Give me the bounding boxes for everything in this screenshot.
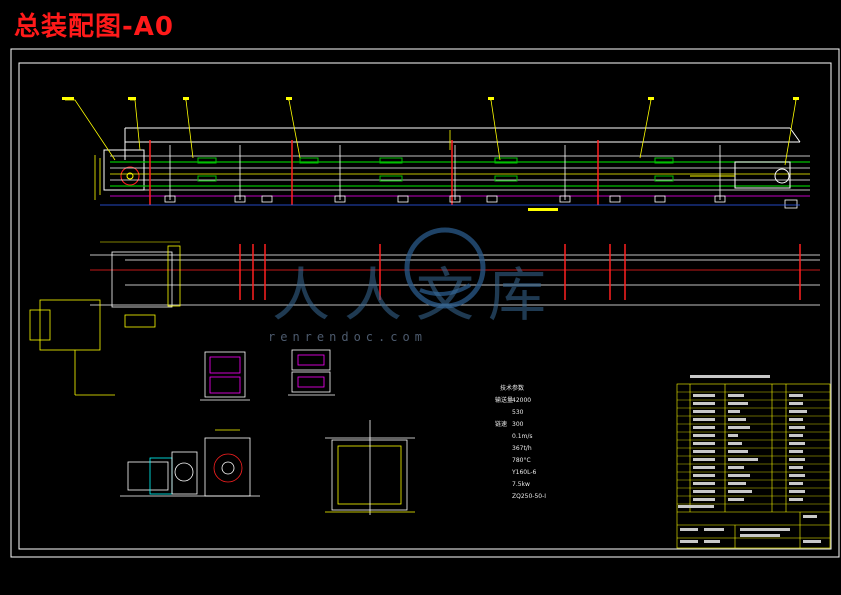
cross-section-1 — [200, 351, 250, 401]
spec-row-label-0: 输送量 — [495, 397, 514, 404]
cross-section-2 — [288, 349, 335, 396]
spec-row-value-8: ZQ250-50-I — [512, 493, 547, 500]
watermark-logo — [404, 227, 486, 309]
spec-row-value-2: 300 — [512, 421, 524, 428]
drawing-title: 总装配图-A0 — [14, 12, 175, 42]
spec-row-value-3: 0.1m/s — [512, 433, 533, 440]
conveyor-plan — [29, 241, 820, 396]
section-view — [325, 420, 415, 515]
spec-row-label-2: 链速 — [495, 421, 508, 428]
outer-border — [10, 48, 840, 558]
spec-row-value-1: 530 — [512, 409, 524, 416]
spec-heading: 技术参数 — [500, 385, 525, 392]
spec-row-value-4: 367t/h — [512, 445, 532, 452]
spec-row-value-7: 7.5kw — [512, 481, 530, 488]
conveyor-elevation — [62, 97, 810, 211]
watermark-url: renrendoc.com — [268, 330, 427, 344]
spec-row-value-0: 42000 — [512, 397, 532, 404]
parts-list-text-marks — [678, 375, 821, 543]
watermark-chars: 人人文库 — [272, 261, 561, 329]
spec-row-value-5: 780°C — [512, 457, 531, 464]
spec-row-value-6: Y160L-6 — [512, 469, 537, 476]
inner-border — [18, 62, 832, 550]
drive-unit — [120, 429, 260, 497]
parts-list-rows — [677, 391, 830, 505]
